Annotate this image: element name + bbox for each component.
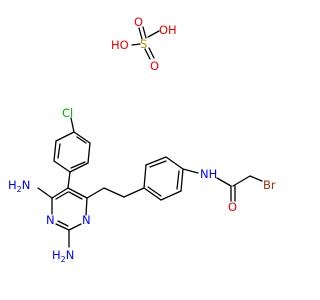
bond-nh-carbonyl <box>216 177 232 187</box>
ring-b-bond-6 <box>143 187 162 201</box>
label-nh2-bottom: H2N <box>52 248 74 264</box>
molecule-drawing: OH HO S O O Cl N N H2N <box>8 15 276 264</box>
pyr-bond-c6-n1 <box>85 197 88 216</box>
ring-b-bond-3 <box>165 156 184 170</box>
pyr-double-3 <box>55 191 69 200</box>
phenylene-ring <box>143 156 184 201</box>
chlorophenyl-ring: Cl <box>53 106 91 173</box>
bond-s-o-upper-2 <box>142 26 147 39</box>
bond-s-o-lower-2 <box>148 47 155 59</box>
ring-a-double-3 <box>57 143 61 159</box>
ring-b-bond-1 <box>143 164 147 189</box>
pyr-bond-c2-n3 <box>55 223 70 231</box>
label-nh2-top: H2N <box>8 178 30 194</box>
label-ho-left: HO <box>111 38 129 52</box>
label-nh2-bottom-sub: 2 <box>61 255 66 264</box>
bond-s-ho-left <box>131 43 141 46</box>
ring-a-bond-6 <box>55 131 75 142</box>
bond-ch2-ch2 <box>103 187 125 198</box>
label-nh: NH <box>200 167 217 181</box>
ring-a-bond-1 <box>73 131 91 144</box>
bromoacetamide-group: NH O Br <box>182 167 276 214</box>
ring-b-double-1 <box>149 160 167 168</box>
amino-group-top: H2N <box>8 178 53 199</box>
ring-b-bond-2 <box>145 156 167 166</box>
bond-carbonyl-ch2 <box>232 175 251 187</box>
ring-a-bond-3 <box>69 162 89 173</box>
structure-canvas: OH HO S O O Cl N N H2N <box>8 15 276 264</box>
sulfuric-acid: OH HO S O O <box>111 15 177 73</box>
ring-b-double-3 <box>147 186 162 197</box>
label-nh2-top-sub: 2 <box>17 185 22 194</box>
pyrimidine-ring: N N <box>46 187 91 231</box>
bond-s-o-upper <box>138 27 143 40</box>
label-ring-n-right: N <box>82 213 91 227</box>
ring-a-bond-2 <box>87 142 91 164</box>
label-nh2-top-h: H <box>8 178 17 192</box>
bond-c6-ch2 <box>86 187 105 199</box>
label-nh2-bottom-n: N <box>66 248 75 262</box>
label-s: S <box>140 37 147 51</box>
label-o-lower: O <box>150 59 159 73</box>
ring-a-double-2 <box>70 161 86 169</box>
bond-aryl-pyrimidine <box>67 171 71 189</box>
label-nh2-bottom-h: H <box>52 248 61 262</box>
bond-s-oh-top <box>147 30 160 38</box>
pyr-bond-c4-c5 <box>51 187 69 199</box>
ring-a-double-1 <box>76 136 87 144</box>
ring-b-bond-4 <box>180 168 184 192</box>
pyr-double-1 <box>68 191 83 200</box>
pyr-bond-c5-c6 <box>67 187 88 199</box>
ring-a-bond-4 <box>53 160 71 173</box>
label-nh2-top-n: N <box>22 178 31 192</box>
label-cl: Cl <box>62 106 73 120</box>
label-o: O <box>228 200 237 214</box>
ring-a-bond-5 <box>53 140 57 162</box>
bond-s-o-lower <box>144 48 151 60</box>
bond-aryl-nh <box>182 168 199 174</box>
ring-b-double-2 <box>176 170 180 190</box>
bond-c4-nh2 <box>37 187 53 199</box>
pyr-bond-n1-c2 <box>68 223 82 231</box>
ring-b-bond-5 <box>160 190 182 201</box>
label-oh-top: OH <box>159 23 177 37</box>
bond-ch2-aryl <box>123 187 145 198</box>
label-o-upper: O <box>134 15 143 29</box>
bond-c-cl <box>70 117 75 133</box>
pyr-double-2 <box>57 220 69 227</box>
label-ring-n-left: N <box>46 213 55 227</box>
amino-group-bottom: H2N <box>52 229 74 264</box>
bond-ch2-br <box>249 175 263 182</box>
label-br: Br <box>263 178 276 192</box>
